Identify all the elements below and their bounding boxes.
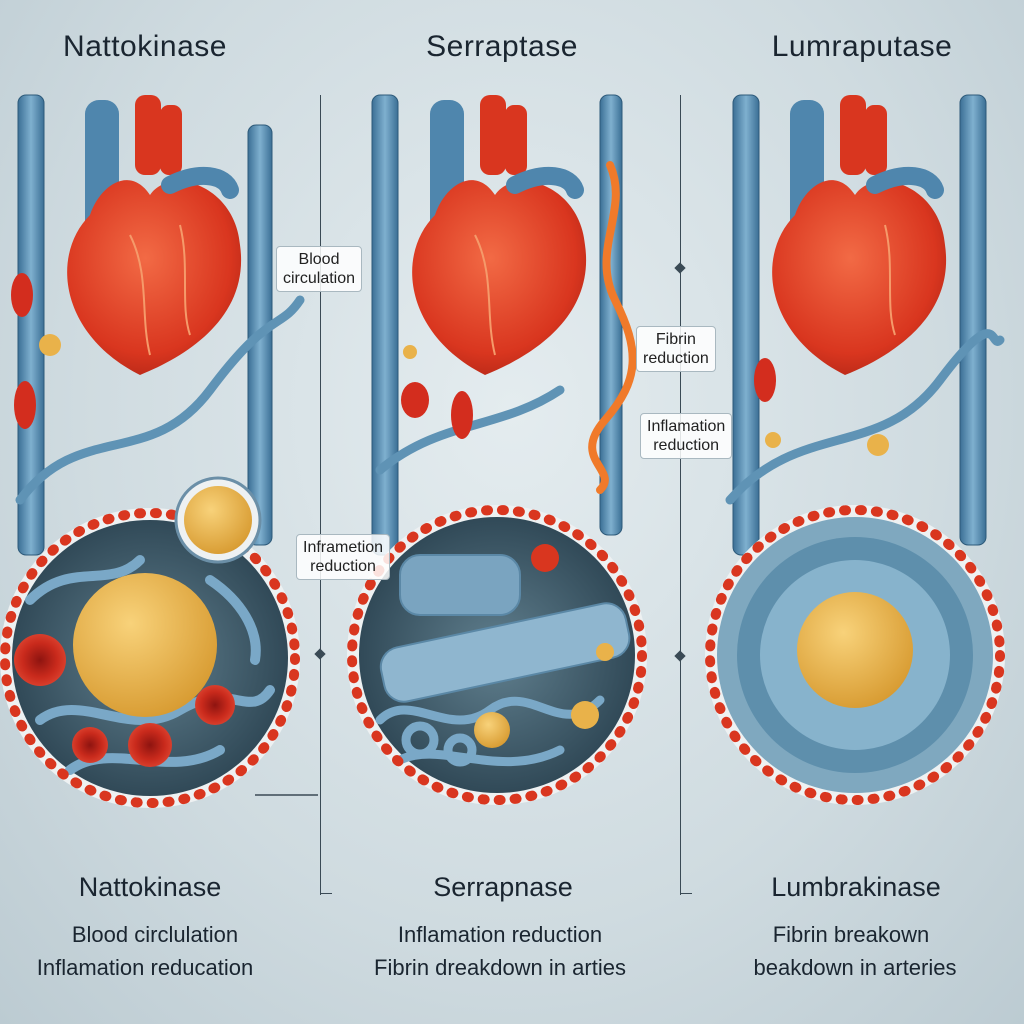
heart-3 [772, 95, 947, 375]
divider-right [680, 95, 681, 895]
divider-right-foot [680, 893, 692, 894]
bottom-line-lumbrakinase-2: beakdown in arteries [753, 955, 957, 980]
bottom-title-serrapnase: Serrapnase [433, 872, 573, 902]
label-inflam-center-line2: reduction [310, 558, 376, 575]
label-inflammation-center: Inframetion reduction [296, 534, 391, 580]
heart-1 [67, 95, 242, 375]
illustration [0, 94, 1005, 808]
bottom-line-nattokinase-2: Inflamation reducation [36, 955, 254, 980]
label-fibrin-reduction: Fibrin reduction [636, 326, 716, 372]
label-inflam-right-line1: Inflamation [647, 418, 726, 435]
column-title-lumraputase: Lumraputase [771, 30, 953, 63]
bottom-line-lumbrakinase-1: Fibrin breakown [772, 922, 930, 947]
bottom-line-nattokinase-1: Blood circlulation [71, 922, 239, 947]
label-fibrin-line1: Fibrin [655, 331, 696, 348]
orange-strand [588, 161, 637, 494]
label-blood-line1: Blood [298, 251, 340, 268]
cross-section-3 [705, 505, 1005, 805]
column-title-serraptase: Serraptase [426, 30, 578, 63]
cross-section-1 [0, 508, 300, 808]
label-inflammation-right: Inflamation reduction [640, 413, 733, 459]
column-title-nattokinase: Nattokinase [63, 30, 227, 63]
label-blood-circulation: Blood circulation [276, 246, 363, 292]
bottom-line-serrapnase-1: Inflamation reduction [397, 922, 603, 947]
bottom-title-lumbrakinase: Lumbrakinase [771, 872, 941, 902]
label-blood-line2: circulation [283, 270, 356, 287]
heart-2 [412, 95, 587, 375]
fat-droplets [39, 334, 889, 456]
cross-section-2 [347, 505, 647, 805]
label-fibrin-line2: reduction [643, 350, 709, 367]
vessels [17, 94, 987, 556]
red-blood-cells [11, 273, 776, 439]
label-inflam-center-line1: Inframetion [303, 539, 384, 556]
bottom-line-serrapnase-2: Fibrin dreakdown in arties [374, 955, 626, 980]
connector-markers [314, 262, 686, 662]
zoom-callout-fat [174, 476, 262, 564]
divider-left-foot [320, 893, 332, 894]
bottom-title-nattokinase: Nattokinase [78, 872, 222, 902]
label-inflam-right-line2: reduction [653, 437, 720, 454]
divider-left [320, 95, 321, 895]
